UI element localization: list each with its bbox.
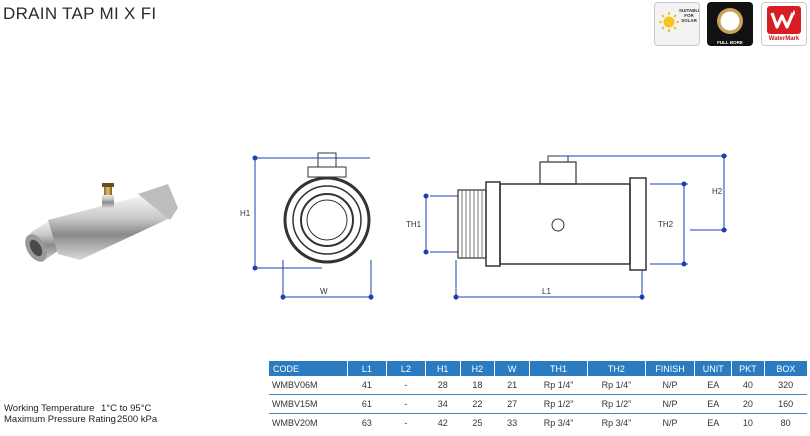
cell-unit: EA — [707, 418, 720, 428]
cell-l1: 41 — [347, 376, 387, 395]
cell-th1: Rp 3/4” — [543, 418, 574, 428]
full-bore-badge: FULL BORE — [707, 2, 753, 46]
cell-th2: Rp 3/4” — [601, 418, 632, 428]
side-view: TH1 TH2 H2 L1 — [406, 153, 727, 300]
cell-unit: EA — [694, 394, 732, 414]
specifications: Working Temperature 1°C to 95°C Maximum P… — [4, 403, 157, 425]
cell-h2: 25 — [472, 418, 483, 428]
full-bore-text: FULL BORE — [717, 40, 743, 45]
cell-l2: - — [386, 376, 426, 395]
dim-w-label: W — [320, 287, 328, 296]
cell-w: 21 — [494, 376, 530, 395]
col-header-h1: H1 — [425, 361, 461, 376]
product-table: CODE L1 L2 H1 H2 W TH1 TH2 FINISH UNIT P… — [269, 361, 807, 432]
cell-code: WMBV20M — [272, 418, 318, 428]
cell-th2: Rp 1/2” — [587, 394, 646, 414]
cell-l2: - — [404, 418, 408, 428]
cell-w: 33 — [507, 418, 518, 428]
col-header-w: W — [494, 361, 531, 376]
cell-h2: 22 — [460, 394, 495, 414]
cell-l2: - — [386, 394, 426, 414]
product-photo — [25, 183, 178, 262]
cell-h1: 34 — [425, 394, 461, 414]
col-header-unit: UNIT — [694, 361, 733, 376]
col-header-code: CODE — [269, 361, 348, 376]
cell-w: 27 — [494, 394, 530, 414]
spec-value: 1°C to 95°C — [101, 403, 152, 414]
full-bore-icon — [717, 8, 743, 34]
col-header-finish: FINISH — [645, 361, 696, 376]
col-header-h2: H2 — [460, 361, 496, 376]
cell-box: 80 — [780, 418, 791, 428]
solar-badge-text: SUITABLE FOR SOLAR — [679, 8, 700, 23]
cell-th1: Rp 1/4” — [529, 376, 588, 395]
cell-code: WMBV15M — [269, 394, 348, 414]
watermark-text: WaterMark — [768, 36, 800, 42]
spec-label: Working Temperature — [4, 403, 95, 414]
col-header-l1: L1 — [347, 361, 387, 376]
spec-value: 2500 kPa — [117, 414, 158, 425]
dim-th2-label: TH2 — [658, 220, 674, 229]
watermark-logo — [767, 6, 801, 34]
cell-l1: 61 — [347, 394, 387, 414]
cell-finish: N/P — [645, 376, 695, 395]
spec-row-temperature: Working Temperature 1°C to 95°C — [4, 403, 157, 414]
table-row: WMBV06M 41 - 28 18 21 Rp 1/4” Rp 1/4” N/… — [269, 376, 807, 395]
spec-label: Maximum Pressure Rating — [4, 414, 116, 425]
cell-pkt: 40 — [731, 376, 765, 395]
spec-row-pressure: Maximum Pressure Rating2500 kPa — [4, 414, 157, 425]
cell-pkt: 10 — [742, 418, 753, 428]
cell-th1: Rp 1/2” — [529, 394, 588, 414]
cell-pkt: 20 — [731, 394, 765, 414]
col-header-box: BOX — [764, 361, 807, 376]
dim-h1-label: H1 — [240, 209, 251, 218]
cell-h1: 28 — [425, 376, 461, 395]
col-header-l2: L2 — [386, 361, 426, 376]
dimension-drawing: H1 W TH1 TH2 H2 — [240, 152, 727, 300]
cell-unit: EA — [694, 376, 732, 395]
table-row: WMBV15M 61 - 34 22 27 Rp 1/2” Rp 1/2” N/… — [269, 394, 807, 414]
cell-th2: Rp 1/4” — [587, 376, 646, 395]
cell-code: WMBV06M — [269, 376, 348, 395]
cell-h2: 18 — [460, 376, 495, 395]
col-header-th1: TH1 — [529, 361, 588, 376]
cell-finish: N/P — [662, 418, 678, 428]
col-header-th2: TH2 — [587, 361, 646, 376]
cell-box: 160 — [764, 394, 807, 414]
watermark-badge: WaterMark — [761, 2, 807, 46]
cell-h1: 42 — [437, 418, 448, 428]
cell-box: 320 — [764, 376, 807, 395]
table-row: WMBV20M 63 - 42 25 33 Rp 3/4” Rp 3/4” N/… — [269, 414, 807, 433]
watermark-icon — [770, 10, 795, 29]
solar-badge: SUITABLE FOR SOLAR — [654, 2, 700, 46]
dim-l1-label: L1 — [542, 287, 551, 296]
dim-th1-label: TH1 — [406, 220, 422, 229]
page-title: DRAIN TAP MI X FI — [3, 4, 157, 23]
end-view: H1 W — [240, 152, 374, 300]
sun-icon — [659, 12, 679, 32]
col-header-pkt: PKT — [731, 361, 765, 376]
table-header-row: CODE L1 L2 H1 H2 W TH1 TH2 FINISH UNIT P… — [269, 361, 807, 376]
dim-h2-label: H2 — [712, 187, 723, 196]
cell-l1: 63 — [361, 418, 372, 428]
cell-finish: N/P — [645, 394, 695, 414]
certification-badges: SUITABLE FOR SOLAR FULL BORE WaterMark — [654, 2, 808, 46]
